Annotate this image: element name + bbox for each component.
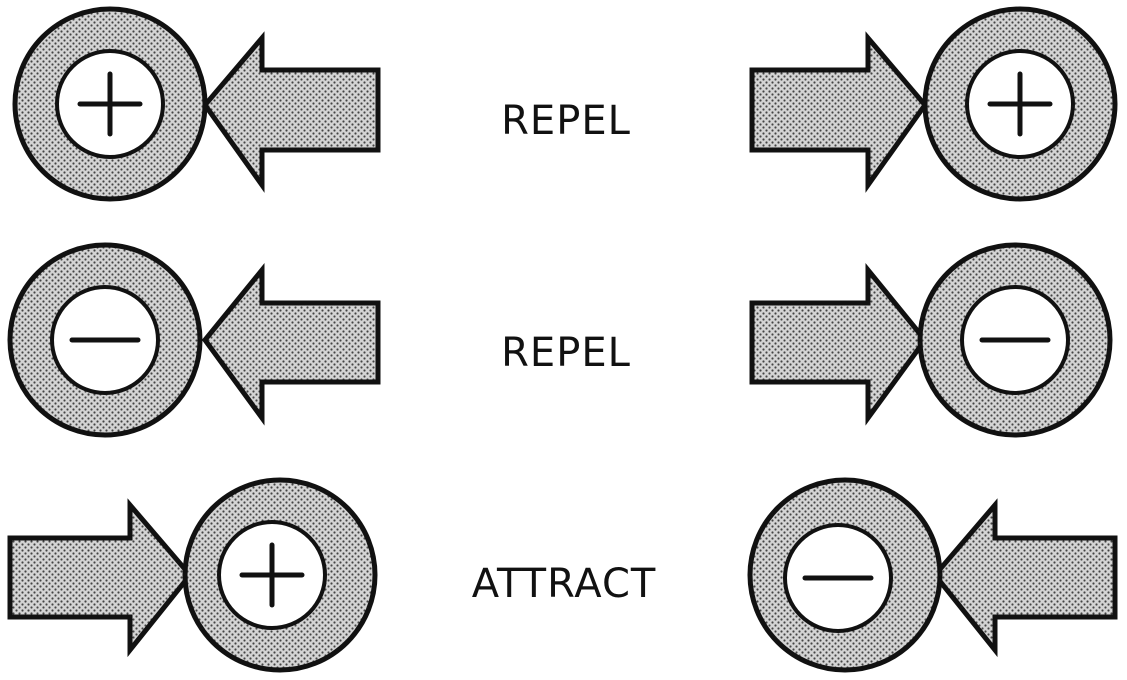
arrow-right-row-3 — [935, 505, 1115, 650]
charge-right-row-3 — [750, 480, 1115, 670]
arrow-right-row-1 — [752, 38, 925, 185]
arrow-left-row-1 — [205, 38, 378, 185]
charge-left-row-3 — [10, 480, 375, 670]
arrow-left-row-2 — [205, 270, 378, 418]
arrow-right-row-2 — [752, 270, 925, 418]
row-2: REPEL — [10, 245, 1110, 435]
interaction-label-row-3: ATTRACT — [472, 561, 657, 607]
row-1: REPEL — [15, 9, 1115, 199]
interaction-label-row-1: REPEL — [501, 98, 631, 144]
charge-right-row-2 — [752, 245, 1110, 435]
row-3: ATTRACT — [10, 480, 1115, 670]
charge-left-row-2 — [10, 245, 378, 435]
charge-left-row-1 — [15, 9, 378, 199]
arrow-left-row-3 — [10, 505, 190, 650]
charge-right-row-1 — [752, 9, 1115, 199]
interaction-label-row-2: REPEL — [501, 330, 631, 376]
